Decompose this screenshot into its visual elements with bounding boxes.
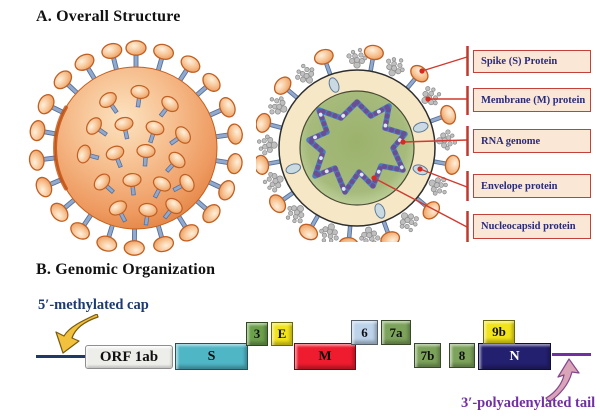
tail-arrow-icon bbox=[545, 358, 580, 402]
three-prime-tail-label: 3′-polyadenylated tail bbox=[461, 395, 596, 411]
virus-whole-illustration bbox=[28, 40, 244, 256]
gene-box-6: 6 bbox=[351, 320, 378, 345]
section-a-title: A. Overall Structure bbox=[36, 8, 181, 25]
label-envelope-protein-text: Envelope protein bbox=[481, 180, 558, 192]
gene-box-orf1ab: ORF 1ab bbox=[85, 345, 173, 369]
gene-box-3: 3 bbox=[246, 322, 268, 346]
label-rna-genome: RNA genome bbox=[473, 129, 591, 153]
gene-box-n: N bbox=[478, 343, 551, 370]
five-prime-cap-label: 5′-methylated cap bbox=[38, 297, 149, 313]
gene-box-e: E bbox=[271, 322, 293, 346]
label-envelope-protein: Envelope protein bbox=[473, 174, 591, 198]
three-prime-line bbox=[552, 353, 591, 356]
virus-cross-section-illustration bbox=[256, 43, 460, 242]
label-membrane-protein-text: Membrane (M) protein bbox=[481, 94, 586, 106]
label-spike-protein-text: Spike (S) Protein bbox=[481, 56, 558, 67]
label-rna-genome-text: RNA genome bbox=[481, 135, 541, 147]
five-prime-line bbox=[36, 355, 86, 358]
gene-box-m: M bbox=[294, 343, 356, 370]
label-nucleocapsid-protein-text: Nucleocapsid protein bbox=[481, 221, 576, 232]
sphere-shadow-crescent bbox=[53, 105, 68, 191]
gene-box-9b: 9b bbox=[483, 320, 515, 344]
gene-box-7a: 7a bbox=[381, 320, 411, 345]
gene-box-7b: 7b bbox=[414, 343, 441, 368]
gene-box-8: 8 bbox=[449, 343, 475, 368]
section-b-title: B. Genomic Organization bbox=[36, 261, 216, 278]
label-spike-protein: Spike (S) Protein bbox=[473, 50, 591, 73]
cap-arrow-icon bbox=[55, 314, 99, 354]
label-nucleocapsid-protein: Nucleocapsid protein bbox=[473, 214, 591, 239]
rna-nucleocapsid-strand bbox=[305, 99, 409, 196]
label-membrane-protein: Membrane (M) protein bbox=[473, 88, 591, 112]
gene-box-s: S bbox=[175, 343, 248, 370]
